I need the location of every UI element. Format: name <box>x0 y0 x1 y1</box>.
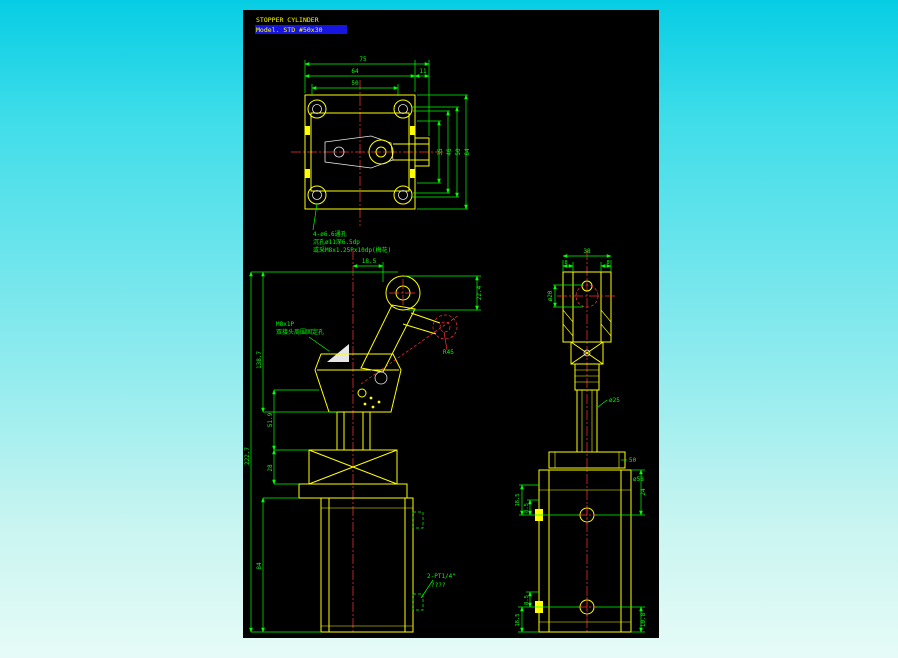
hole-note-line3: 或采M8x1.25Px10dp(梅花) <box>313 246 391 254</box>
dim-8-right-label: 8 <box>606 260 609 266</box>
cylinder-tube <box>320 497 414 633</box>
dim-18-5-label: 18.5 <box>362 258 377 265</box>
drawing-canvas[interactable]: STOPPER CYLINDER Model. STD #50x30 <box>243 10 659 638</box>
port-pad <box>305 126 310 135</box>
hole-note-line1: 4-ø6.6通孔 <box>313 230 347 238</box>
body-side <box>538 469 632 633</box>
mounting-hole <box>312 190 322 200</box>
m8-note-line2: 双接头周围固定孔 <box>276 328 324 336</box>
dim-50-label: 50 <box>351 80 359 87</box>
roller-front <box>385 275 421 311</box>
hole-note-line2: 沉孔ø11深6.5dp <box>313 238 360 246</box>
side-view: 38 8 8 ø20 ø25 50 ø58 24 10.8 18.5 8.5 <box>515 248 647 634</box>
m8-note-line1: M8x1P <box>276 321 294 328</box>
dim-d58-label: ø58 <box>633 476 644 483</box>
port-pad <box>410 169 415 178</box>
pt-note-line2: ???? <box>431 582 446 589</box>
dim-46-label: 46 <box>446 148 453 156</box>
port-hidden <box>412 511 424 529</box>
dim-38-label: 38 <box>583 248 591 255</box>
dim-24-label: 24 <box>640 488 647 496</box>
dim-64r-label: 64 <box>464 148 471 156</box>
dim-8-5-bottom-label: 8.5 <box>524 595 530 605</box>
top-view: 75 64 11 50 35 46 50 64 4-ø6.6通孔 沉孔ø11深6… <box>291 56 471 254</box>
selection-highlight[interactable] <box>255 25 347 34</box>
dim-18-5-top-label: 18.5 <box>515 493 521 506</box>
lever-arm <box>360 304 416 373</box>
drawing-title: STOPPER CYLINDER <box>256 16 319 24</box>
dim-35-label: 35 <box>437 148 444 156</box>
front-view: 18.5 22.4 R45 M8x1P 双接头周围固定孔 222.7 138.7… <box>244 250 483 634</box>
port-pad <box>410 126 415 135</box>
dim-11-label: 11 <box>419 68 427 75</box>
mounting-hole <box>312 104 322 114</box>
mounting-hole <box>398 104 408 114</box>
dim-51-9-label: 51.9 <box>267 412 274 427</box>
dim-222-7-label: 222.7 <box>244 447 251 465</box>
pt-note-line1: 2-PT1/4" <box>427 573 456 580</box>
dim-18-5-bottom-label: 18.5 <box>515 613 521 626</box>
dim-138-7-label: 138.7 <box>256 351 263 369</box>
dim-22-4-label: 22.4 <box>476 285 483 300</box>
dim-8-5-top-label: 8.5 <box>524 503 530 513</box>
port-pad <box>305 169 310 178</box>
stopper-wedge <box>327 344 349 362</box>
dim-r45-label: R45 <box>443 349 454 356</box>
dim-50r-label: 50 <box>455 148 462 156</box>
dim-10-8-label: 10.8 <box>640 612 647 627</box>
roller-alt-position <box>432 314 458 340</box>
dim-64-label: 64 <box>351 68 359 75</box>
port-hidden <box>412 593 424 611</box>
clevis-head <box>314 353 402 413</box>
dim-d20-label: ø20 <box>547 290 554 301</box>
dim-d25-label: ø25 <box>609 397 620 404</box>
dim-75-label: 75 <box>359 56 367 63</box>
dim-28-label: 28 <box>267 464 274 472</box>
mounting-hole <box>398 190 408 200</box>
dim-50-label: 50 <box>629 457 637 464</box>
dim-84-label: 84 <box>256 562 263 570</box>
roller-top <box>368 139 394 165</box>
cad-drawing: STOPPER CYLINDER Model. STD #50x30 <box>244 16 647 634</box>
dim-8-left-label: 8 <box>564 260 567 266</box>
title-block: STOPPER CYLINDER Model. STD #50x30 <box>255 16 347 34</box>
drawing-model[interactable]: Model. STD #50x30 <box>256 26 323 34</box>
